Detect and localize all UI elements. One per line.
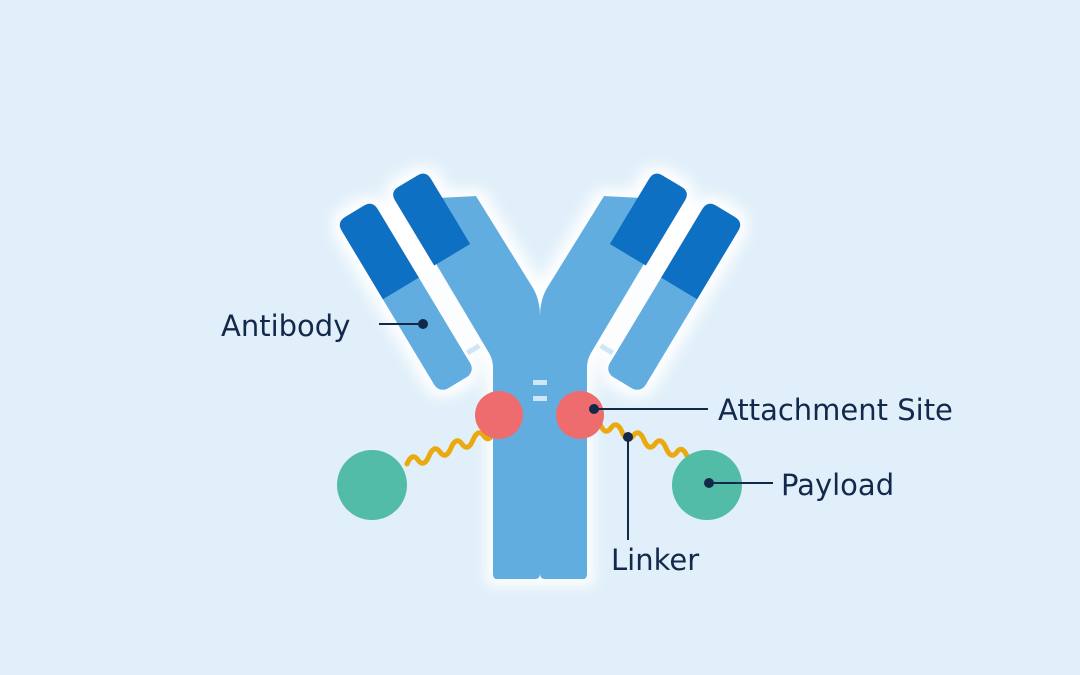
payload-label: Payload [781, 468, 894, 502]
left-arm-bond [465, 343, 481, 356]
left-attachment-site [475, 391, 523, 439]
linker-label: Linker [611, 543, 699, 577]
right-heavy-chain-body [540, 196, 682, 579]
antibody-label: Antibody [221, 309, 350, 343]
attachment-site-label: Attachment Site [718, 393, 953, 427]
left-linker [404, 429, 497, 467]
right-light-chain [608, 203, 741, 390]
left-light-chain [339, 203, 472, 390]
left-payload [337, 450, 407, 520]
antibody-structure [339, 173, 741, 579]
callouts: Antibody Attachment Site Payload Linker [221, 309, 953, 577]
disulfide-bonds [465, 343, 615, 401]
left-heavy-chain-body [398, 196, 540, 579]
right-heavy-variable-region [609, 173, 687, 266]
right-light-chain-variable [661, 203, 741, 300]
antibody-callout-dot [418, 319, 428, 329]
left-light-chain-variable [339, 203, 419, 300]
hinge-bond-upper [533, 380, 547, 385]
payload-callout-dot [704, 478, 714, 488]
right-linker [597, 421, 690, 459]
left-heavy-variable-region [393, 173, 471, 266]
attachment-site-callout-dot [589, 404, 599, 414]
hinge-bond-lower [533, 396, 547, 401]
linker-callout-dot [623, 432, 633, 442]
right-arm-bond [599, 343, 615, 356]
left-heavy-variable [393, 173, 471, 266]
right-heavy-variable [609, 173, 687, 266]
right-attachment-site [556, 391, 604, 439]
